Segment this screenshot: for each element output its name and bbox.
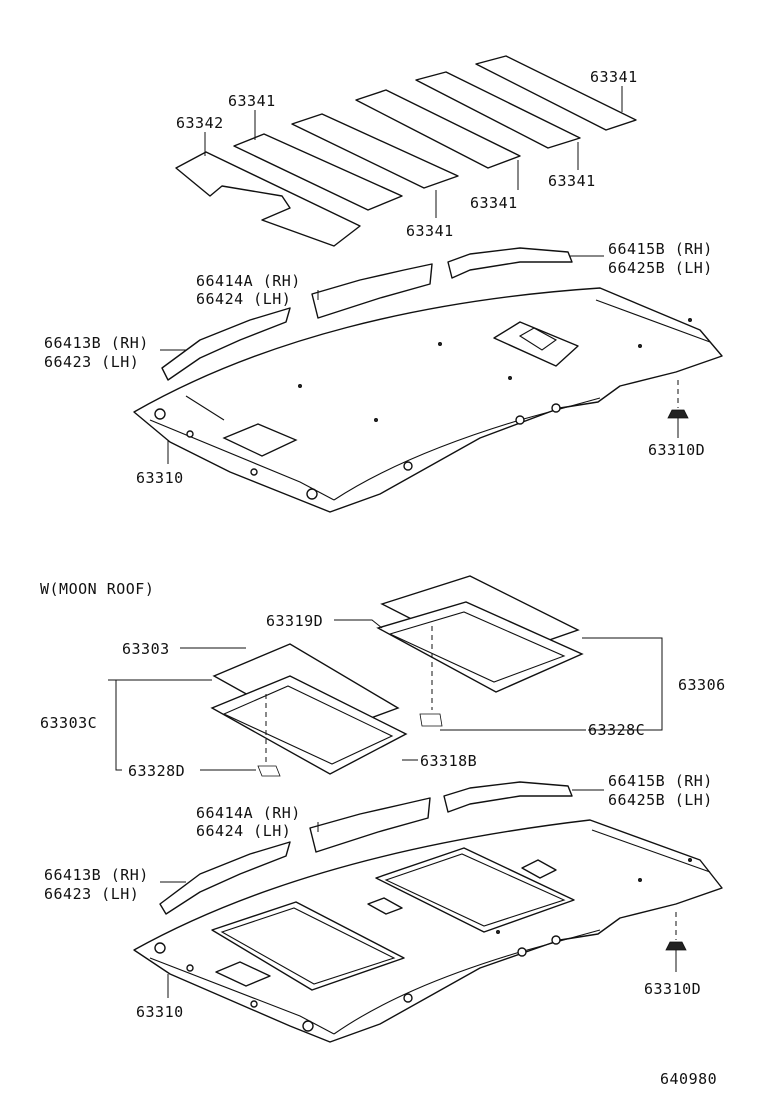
figure-number: 640980 <box>660 1070 717 1088</box>
label-top-66425b: 66425B (LH) <box>608 259 713 277</box>
label-63341-c: 63341 <box>548 172 596 190</box>
label-top-63310d: 63310D <box>648 441 705 459</box>
top-dome-light-opening <box>493 321 579 367</box>
label-top-66423: 66423 (LH) <box>44 353 139 371</box>
moon-roof-sunshade-63306 <box>376 575 584 727</box>
moon-roof-heading: W(MOON ROOF) <box>40 580 154 598</box>
label-63303c: 63303C <box>40 714 97 732</box>
part-labels: 63341 63341 63342 63341 63341 63341 6641… <box>40 68 726 1088</box>
label-63306: 63306 <box>678 676 726 694</box>
label-top-66424: 66424 (LH) <box>196 290 291 308</box>
label-63341-e: 63341 <box>406 222 454 240</box>
top-trim-66414a <box>311 263 433 319</box>
label-top-63310: 63310 <box>136 469 184 487</box>
label-bot-63310: 63310 <box>136 1003 184 1021</box>
label-top-66413b: 66413B (RH) <box>44 334 149 352</box>
top-trim-strips <box>161 247 573 381</box>
top-rear-pad <box>222 423 298 457</box>
silencer-pad-3 <box>355 89 521 169</box>
label-top-66415b: 66415B (RH) <box>608 240 713 258</box>
top-trim-66413b <box>161 307 291 381</box>
bottom-trim-66414a <box>309 797 431 853</box>
bottom-trim-66413b <box>159 841 291 915</box>
top-headliner <box>133 287 723 513</box>
top-pad-leaders <box>204 86 623 218</box>
silencer-pad-2 <box>415 71 581 149</box>
label-bot-66425b: 66425B (LH) <box>608 791 713 809</box>
silencer-pads <box>175 55 637 247</box>
label-63342: 63342 <box>176 114 224 132</box>
label-63341-d: 63341 <box>470 194 518 212</box>
bottom-headliner <box>133 819 723 1043</box>
moon-roof-sunshade-63303 <box>210 643 408 777</box>
label-top-66414a: 66414A (RH) <box>196 272 301 290</box>
label-63328d: 63328D <box>128 762 185 780</box>
bottom-rear-moon-roof-opening <box>211 901 405 991</box>
silencer-pad-4 <box>291 113 459 189</box>
bottom-trim-66415b <box>443 781 573 813</box>
silencer-pad-1 <box>475 55 637 131</box>
label-63341-a: 63341 <box>590 68 638 86</box>
top-trim-66415b <box>447 247 573 279</box>
silencer-pad-5 <box>233 133 403 211</box>
label-63319d: 63319D <box>266 612 323 630</box>
silencer-pad-63342 <box>175 151 361 247</box>
label-63341-b: 63341 <box>228 92 276 110</box>
label-bot-66413b: 66413B (RH) <box>44 866 149 884</box>
bottom-trim-strips <box>159 781 573 915</box>
label-bot-66415b: 66415B (RH) <box>608 772 713 790</box>
label-bot-63310d: 63310D <box>644 980 701 998</box>
label-bot-66423: 66423 (LH) <box>44 885 139 903</box>
bottom-clip-63310d <box>665 912 687 972</box>
top-clip-63310d <box>667 380 689 438</box>
label-63318b: 63318B <box>420 752 477 770</box>
label-bot-66424: 66424 (LH) <box>196 822 291 840</box>
label-bot-66414a: 66414A (RH) <box>196 804 301 822</box>
label-63303: 63303 <box>122 640 170 658</box>
label-63328c: 63328C <box>588 721 645 739</box>
bottom-front-moon-roof-opening <box>375 847 575 933</box>
